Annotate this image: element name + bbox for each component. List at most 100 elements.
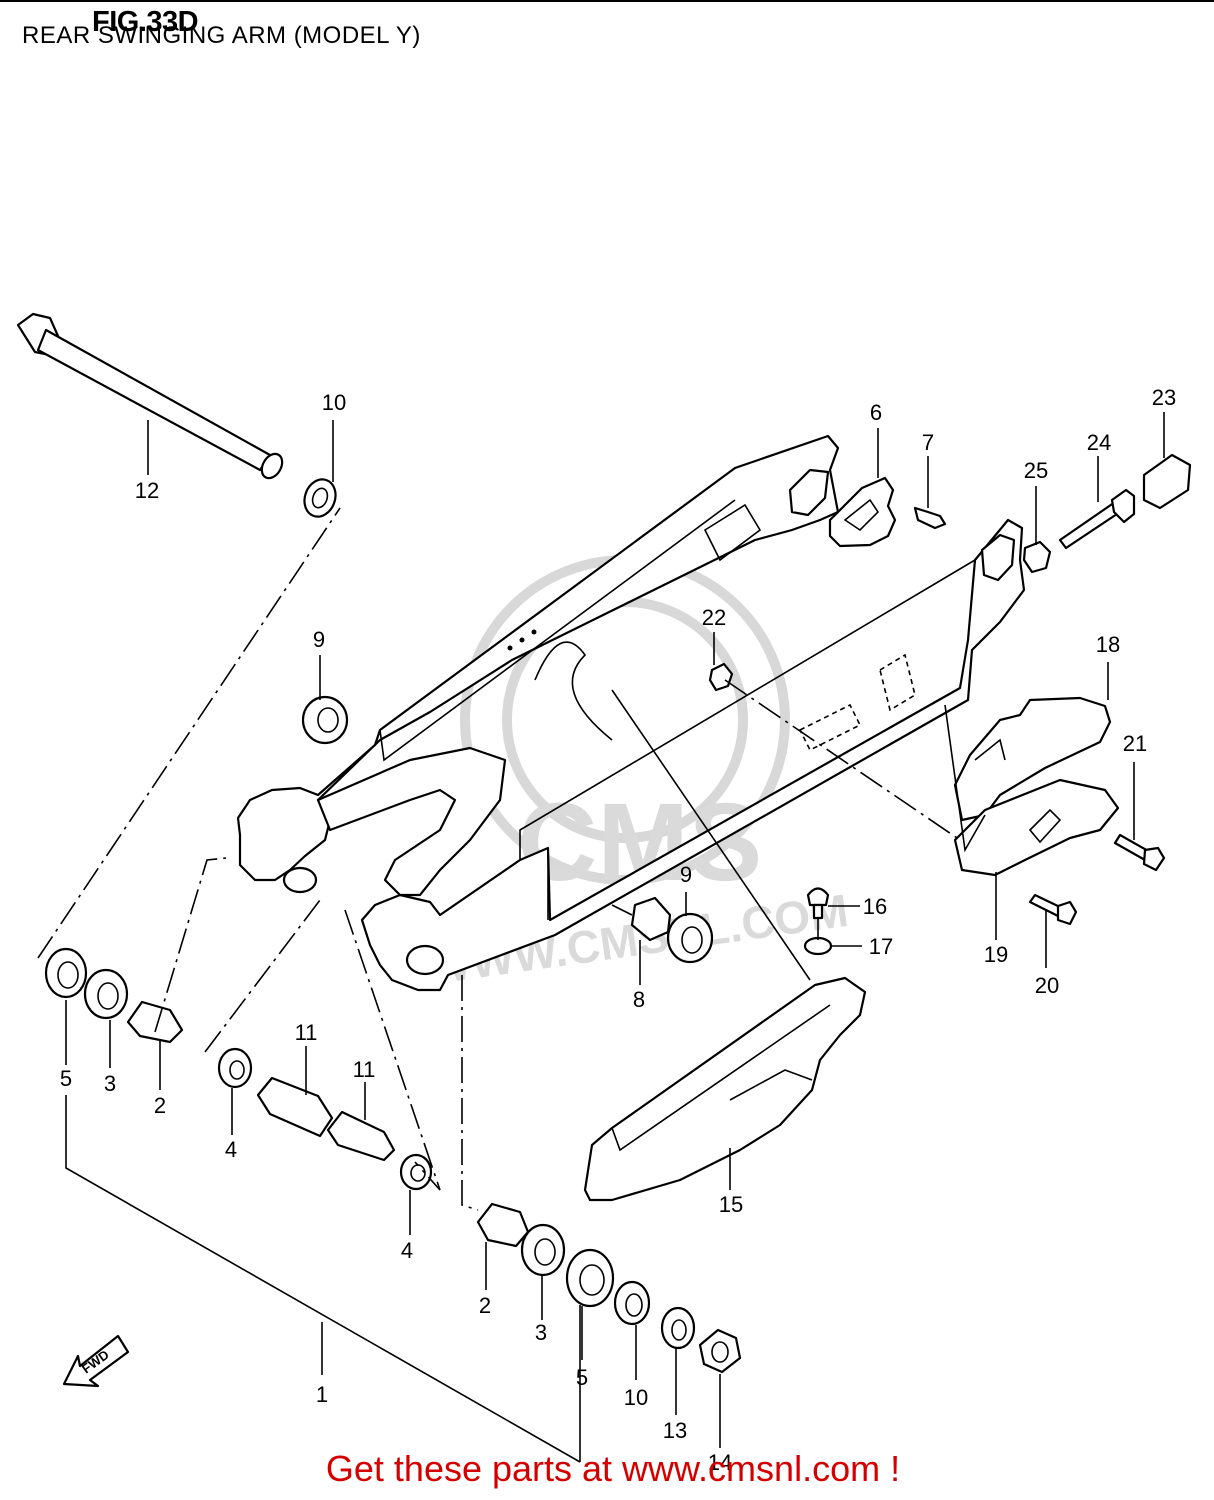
callout-17: 17 (869, 934, 893, 959)
arm-hole-3 (531, 629, 537, 635)
callout-24: 24 (1087, 430, 1111, 455)
callout-6: 6 (870, 400, 882, 425)
pivot-shaft-tip (260, 452, 284, 480)
bearing-9-upper-bore (317, 707, 339, 733)
callout-10-upper: 10 (322, 390, 346, 415)
swing-arm-lower-member (360, 518, 1026, 992)
dust-seal-10-upper (303, 478, 337, 518)
adjuster-long-bolt-head (1110, 488, 1136, 524)
assembly-line-spacer-right (461, 975, 479, 1211)
callout-5-right: 5 (576, 1365, 588, 1390)
washer-3-right-bore (534, 1238, 556, 1266)
dust-seal-10-upper-bore (311, 487, 329, 509)
callout-19: 19 (984, 942, 1008, 967)
assembly-line-spacer-left (154, 857, 227, 1033)
bush-4-left (217, 1047, 253, 1089)
chain-adjuster-slot (843, 498, 880, 532)
washer-3-left (83, 968, 129, 1020)
adjuster-lock-nut (1022, 540, 1052, 574)
callout-14: 14 (708, 1450, 732, 1475)
callout-23: 23 (1152, 385, 1176, 410)
sleeve-11-right (326, 1110, 396, 1162)
assembly-line-guard-nut (724, 679, 961, 841)
dust-seal-10-right (613, 1280, 651, 1326)
callout-15: 15 (719, 1192, 743, 1217)
washer-13-bore (671, 1319, 687, 1341)
bush-4-left-bore (229, 1060, 245, 1080)
arm-emboss-upper (703, 503, 762, 562)
swing-arm-lower-top-edge (519, 559, 976, 860)
swing-arm-upper-member (236, 434, 840, 882)
guard-nut (708, 662, 734, 692)
pivot-shaft (16, 312, 284, 480)
nut-14-bore (711, 1341, 729, 1363)
callout-9-middle: 9 (680, 862, 692, 887)
fwd-direction-arrow: FWD (62, 1334, 130, 1388)
swing-arm-upper-edge (379, 499, 736, 762)
arm-emboss-lower-2 (798, 703, 862, 752)
pivot-shaft-body (36, 328, 272, 472)
arm-emboss-lower-1 (879, 653, 916, 712)
callout-4-left: 4 (225, 1137, 237, 1162)
chain-guide-bracket (953, 778, 1120, 877)
callout-3-right: 3 (535, 1320, 547, 1345)
washer-3-right (520, 1223, 566, 1277)
needle-bearing-8 (630, 896, 672, 942)
pivot-bore-upper (282, 866, 318, 894)
chain-guide-bolt-lower-head (1056, 900, 1078, 926)
fwd-arrow-icon (62, 1334, 130, 1388)
callout-20: 20 (1035, 973, 1059, 998)
adjuster-bolt (913, 506, 947, 530)
callout-18: 18 (1096, 632, 1120, 657)
callout-21: 21 (1123, 731, 1147, 756)
washer-3-left-bore (97, 982, 119, 1010)
assembly-line-bush-left (204, 899, 321, 1053)
callout-11-left: 11 (295, 1020, 318, 1045)
leader-19-bracket (944, 704, 986, 853)
spacer-2-right (476, 1202, 530, 1248)
callout-16: 16 (863, 894, 887, 919)
nut-14 (698, 1328, 742, 1374)
chain-guide-rib-1 (974, 738, 1006, 761)
bearing-9-upper (301, 695, 349, 745)
chain-buffer-ridge (611, 1004, 831, 1152)
axle-slot-lower (980, 533, 1016, 582)
bearing-9-middle (666, 912, 714, 964)
callout-10-right: 10 (624, 1385, 648, 1410)
chain-guide-bracket-hole (1028, 808, 1062, 844)
sleeve-11-left (256, 1076, 334, 1138)
arm-gusset-curve (534, 641, 613, 741)
assembly-line-bush-right (344, 909, 441, 1191)
bush-4-right (399, 1153, 433, 1191)
callout-12: 12 (135, 478, 159, 503)
axle-slot-upper (788, 468, 830, 517)
buffer-screw-shank (812, 903, 824, 920)
buffer-washer (803, 936, 833, 956)
cta-link[interactable]: Get these parts at www.cmsnl.com ! (325, 1448, 901, 1489)
callout-1: 1 (316, 1382, 328, 1407)
pivot-bore-lower (405, 944, 445, 976)
chain-buffer-step (729, 1069, 813, 1101)
dust-seal-5-right (565, 1248, 615, 1308)
leader-1-left (65, 1095, 581, 1463)
arm-hole-2 (519, 637, 525, 643)
chain-buffer (583, 976, 867, 1202)
callout-3-left: 3 (104, 1071, 116, 1096)
callout-8: 8 (633, 987, 645, 1012)
arm-hole-1 (507, 645, 513, 651)
dust-seal-5-left (44, 947, 88, 999)
assembly-line-bearing-8 (611, 904, 633, 916)
callout-22: 22 (702, 605, 726, 630)
callout-2-left: 2 (154, 1093, 166, 1118)
chain-adjuster-plate (828, 476, 897, 548)
leader-15-to-buffer (611, 689, 811, 981)
washer-13 (660, 1306, 696, 1350)
callout-9-upper: 9 (313, 627, 325, 652)
dust-seal-5-right-bore (579, 1264, 605, 1296)
dust-seal-10-right-bore (625, 1293, 643, 1317)
swing-arm-cross-brace (316, 746, 507, 897)
callout-25: 25 (1024, 458, 1048, 483)
figure-subtitle: REAR SWINGING ARM (MODEL Y) (22, 22, 421, 49)
